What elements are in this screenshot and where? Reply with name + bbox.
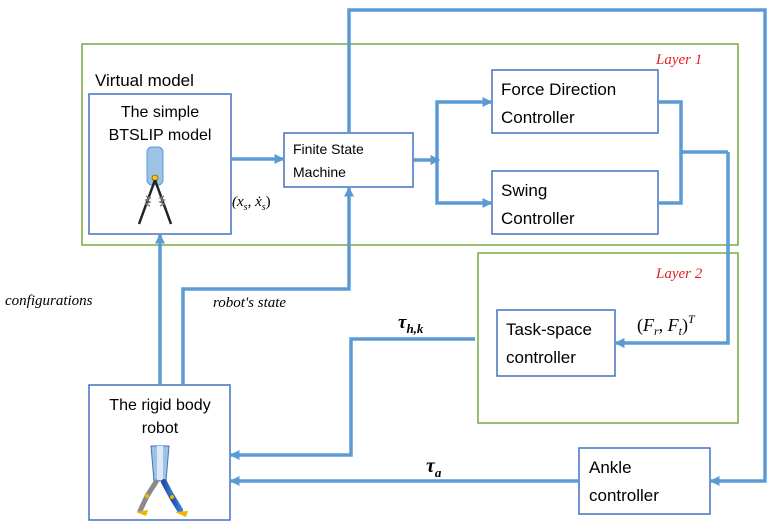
fsm-label-line2: Machine — [293, 164, 346, 180]
line-swing-controller-output — [658, 152, 683, 205]
arrow-force-vector-to-task-space — [614, 152, 730, 348]
arrow-robot-state-to-fsm — [181, 186, 354, 385]
virtual-model-title: Virtual model — [95, 71, 194, 90]
ankle-controller-label-line2: controller — [589, 486, 659, 505]
layer-2-outline — [477, 252, 739, 424]
layer-2-label: Layer 2 — [655, 266, 703, 282]
arrow-split-to-swing-controller — [435, 160, 493, 208]
swing-controller-label-line1: Swing — [501, 181, 547, 200]
task-space-controller-label-line2: controller — [506, 348, 576, 367]
ankle-controller-label-line1: Ankle — [589, 458, 632, 477]
ankle-controller-box — [578, 447, 711, 515]
virtual-state-label: (xs, ẋs) — [232, 194, 271, 213]
fsm-label-line1: Finite State — [293, 141, 364, 157]
robot-state-label: robot's state — [213, 295, 286, 311]
arrow-tau-hk-to-robot — [229, 337, 475, 460]
rigid-body-robot-label-line1: The rigid body — [109, 397, 210, 414]
layer-1-label: Layer 1 — [655, 52, 702, 68]
rigid-body-robot-figure — [136, 445, 188, 517]
force-vector-label: (Fr, Ft)T — [637, 312, 696, 338]
configurations-label: configurations — [5, 293, 93, 309]
force-direction-controller-label-line1: Force Direction — [501, 80, 616, 99]
layer-1-outline — [81, 43, 739, 246]
rigid-body-robot-label-line2: robot — [142, 420, 179, 437]
arrow-fsm-to-ankle-controller — [347, 8, 767, 486]
arrow-split-to-force-controller — [435, 97, 493, 160]
task-space-controller-label-line1: Task-space — [506, 320, 592, 339]
btslip-model-figure — [137, 146, 173, 225]
swing-controller-label-line2: Controller — [501, 209, 575, 228]
tau-a-label: τa — [426, 455, 442, 480]
btslip-model-label-line2: BTSLIP model — [109, 127, 212, 144]
line-force-controller-output — [658, 100, 728, 154]
tau-hk-label: τh,k — [398, 312, 424, 336]
force-direction-controller-label-line2: Controller — [501, 108, 575, 127]
btslip-model-label-line1: The simple — [121, 104, 199, 121]
